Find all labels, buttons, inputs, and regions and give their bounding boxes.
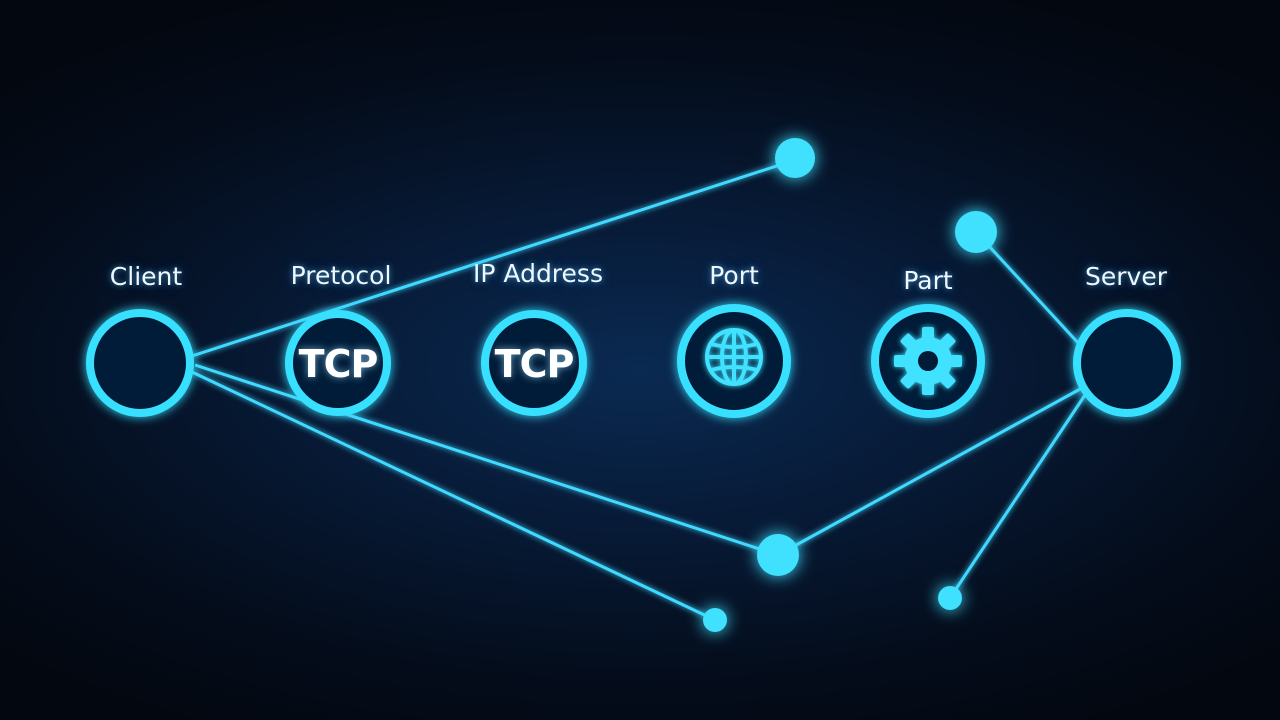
link-client-dot-top [191,158,796,358]
protocol-tcp-text: TCP [298,342,379,386]
globe-icon [705,328,763,386]
port-label: Port [709,261,759,290]
protocol-node [285,310,391,416]
part-label: Part [903,266,953,295]
link-server-dot-bottom-center [777,386,1083,557]
server-node [1073,309,1181,417]
ip-address-label: IP Address [473,259,603,288]
satellite-dot-top [775,138,815,178]
client-label: Client [109,262,183,291]
link-client-dot-bottom-left [191,370,716,622]
satellite-dot-top-right [955,211,997,253]
ip-address-tcp-text: TCP [494,342,575,386]
link-client-dot-bottom-center [194,363,779,557]
gear-icon [894,327,962,395]
satellite-dot-bottom-center [757,534,799,576]
link-server-dot-top-right [974,230,1082,347]
link-server-dot-bottom-right [948,394,1087,599]
client-node [86,309,194,417]
satellite-dot-bottom-right [938,586,962,610]
satellite-dot-bottom-left [703,608,727,632]
protocol-label: Pretocol [290,261,392,290]
ip-address-node [481,310,587,416]
server-label: Server [1085,262,1167,291]
